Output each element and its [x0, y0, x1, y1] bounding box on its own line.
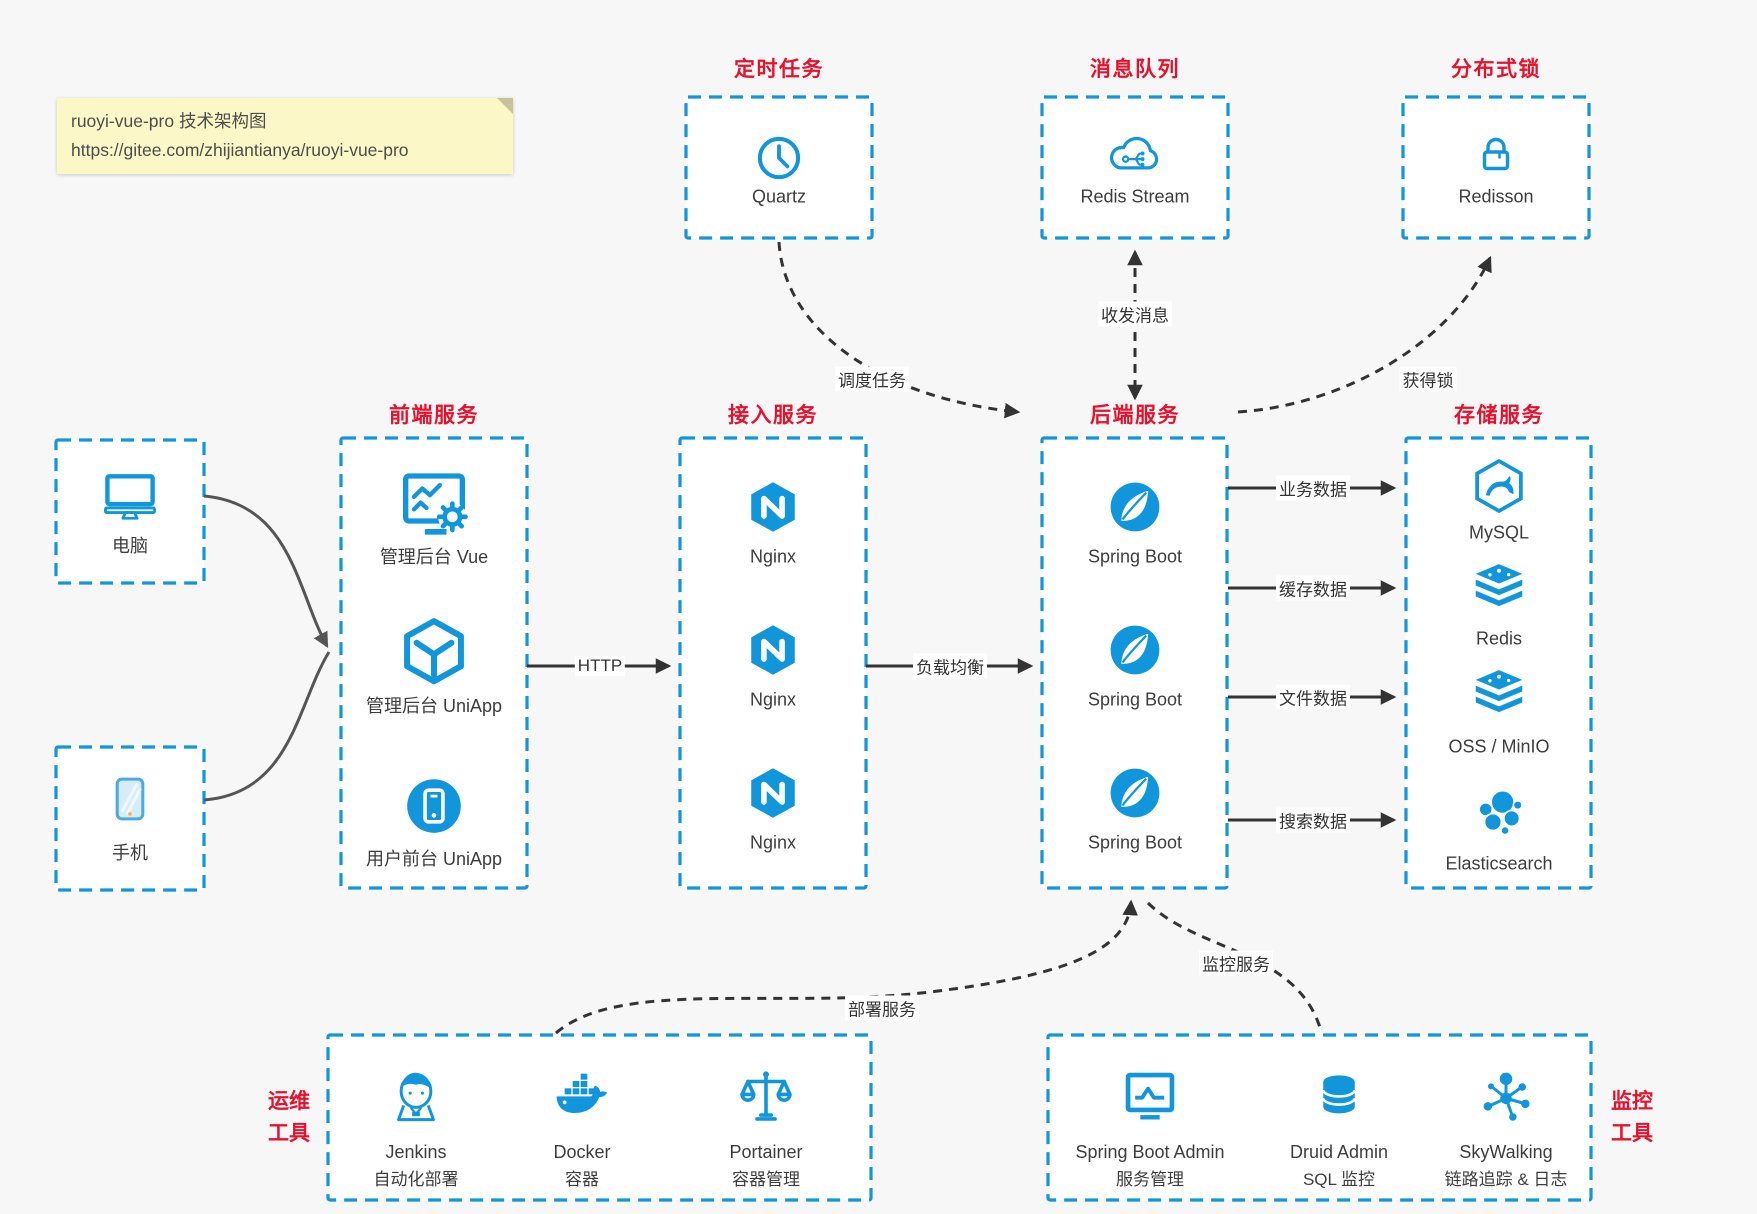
admin-vue-icon: [394, 466, 474, 546]
node-label-redis: Redis: [1475, 628, 1523, 649]
tool-sub: 容器: [564, 1170, 599, 1189]
elasticsearch-icon: [1470, 784, 1528, 842]
node-label-oss-minio: OSS / MinIO: [1448, 736, 1550, 757]
nginx-icon: [744, 478, 802, 536]
side-label-monitor-tools: 监控 工具: [1611, 1090, 1653, 1145]
tool-sub: 容器管理: [731, 1170, 800, 1189]
nginx-icon: [744, 764, 802, 822]
node-label-admin-uniapp: 管理后台 UniApp: [365, 696, 503, 716]
cloud-stream-icon: [1105, 126, 1165, 186]
node-label-user-uniapp: 用户前台 UniApp: [365, 849, 503, 869]
oss-minio-icon: [1468, 665, 1530, 727]
skywalking-icon: [1476, 1067, 1536, 1127]
edge-label-deploy: 部署服务: [845, 995, 919, 1021]
spring-boot-icon: [1105, 477, 1165, 537]
note-url: https://gitee.com/zhijiantianya/ruoyi-vu…: [71, 140, 409, 160]
pc-to-frontend-arrow: [203, 494, 329, 649]
node-label-spring-boot-1: Spring Boot: [1087, 546, 1183, 567]
section-title-backend: 后端服务: [1090, 404, 1180, 427]
section-title-scheduled-tasks: 定时任务: [734, 58, 824, 81]
edge-label-http: HTTP: [574, 656, 626, 676]
ops-tools-box: [326, 1033, 873, 1202]
edge-label-search-data: 搜索数据: [1276, 807, 1350, 833]
section-title-frontend: 前端服务: [389, 404, 479, 427]
sticky-note: ruoyi-vue-pro 技术架构图 https://gitee.com/zh…: [57, 98, 513, 174]
section-title-distributed-lock: 分布式锁: [1451, 58, 1541, 81]
node-label-mysql: MySQL: [1468, 522, 1530, 543]
tool-portainer: Portainer 容器管理: [729, 1139, 802, 1193]
edge-label-schedule: 调度任务: [835, 366, 909, 392]
redis-icon: [1468, 559, 1530, 621]
tool-sub: 服务管理: [1116, 1170, 1184, 1189]
edge-label-cache-data: 缓存数据: [1276, 575, 1350, 601]
side-label-ops-tools: 运维 工具: [268, 1090, 310, 1145]
mobile-icon: [102, 771, 158, 827]
acquire-lock-arrow: [1237, 255, 1492, 414]
edge-label-monitor: 监控服务: [1199, 950, 1273, 976]
node-label-redisson: Redisson: [1458, 186, 1534, 207]
tool-name: SkyWalking: [1459, 1142, 1553, 1162]
node-label-nginx-1: Nginx: [749, 546, 797, 567]
schedule-task-arrow: [777, 241, 1021, 419]
tool-name: Docker: [553, 1142, 611, 1162]
jenkins-icon: [385, 1066, 447, 1128]
monitor-service-arrow: [1146, 901, 1323, 1032]
spring-boot-icon: [1105, 620, 1165, 680]
node-label-nginx-3: Nginx: [749, 832, 797, 853]
tool-skywalking: SkyWalking 链路追踪 & 日志: [1445, 1139, 1568, 1193]
tool-name: Jenkins: [385, 1142, 447, 1162]
portainer-icon: [735, 1066, 797, 1128]
tool-druid-admin: Druid Admin SQL 监控: [1290, 1139, 1388, 1193]
storage-box: [1404, 436, 1593, 890]
deploy-service-arrow: [555, 899, 1138, 1035]
monitor-tools-box: [1046, 1033, 1593, 1202]
node-label-quartz: Quartz: [751, 186, 807, 207]
tool-sub: 自动化部署: [373, 1170, 459, 1189]
mysql-icon: [1469, 456, 1529, 516]
node-label-admin-vue: 管理后台 Vue: [379, 547, 489, 567]
nginx-icon: [744, 621, 802, 679]
section-title-message-queue: 消息队列: [1090, 58, 1180, 81]
edge-label-message: 收发消息: [1098, 301, 1172, 327]
user-app-icon: [401, 773, 467, 839]
node-label-nginx-2: Nginx: [749, 689, 797, 710]
desktop-icon: [99, 464, 161, 526]
node-label-spring-boot-2: Spring Boot: [1087, 689, 1183, 710]
druid-icon: [1311, 1069, 1367, 1125]
tool-sub: 链路追踪 & 日志: [1444, 1170, 1568, 1189]
section-title-access: 接入服务: [728, 404, 818, 427]
edge-label-load-balance: 负载均衡: [913, 653, 987, 679]
node-label-redis-stream: Redis Stream: [1080, 186, 1190, 207]
node-label-elasticsearch: Elasticsearch: [1445, 853, 1553, 874]
tool-docker: Docker 容器: [553, 1139, 610, 1193]
node-label-spring-boot-3: Spring Boot: [1087, 832, 1183, 853]
docker-icon: [550, 1065, 614, 1129]
edge-label-business-data: 业务数据: [1276, 475, 1350, 501]
tool-jenkins: Jenkins 自动化部署: [374, 1139, 459, 1193]
quartz-box: [684, 95, 874, 240]
client-label-pc: 电脑: [112, 536, 148, 556]
tool-name: Druid Admin: [1289, 1142, 1389, 1162]
lock-icon: [1472, 131, 1520, 179]
tool-spring-boot-admin: Spring Boot Admin 服务管理: [1075, 1139, 1224, 1193]
note-title: ruoyi-vue-pro 技术架构图: [71, 111, 267, 131]
edge-label-lock: 获得锁: [1399, 366, 1457, 392]
spring-boot-admin-icon: [1119, 1066, 1181, 1128]
client-label-phone: 手机: [112, 843, 148, 863]
clock-icon: [752, 131, 806, 185]
tool-name: Spring Boot Admin: [1075, 1142, 1225, 1162]
tool-name: Portainer: [729, 1142, 803, 1162]
tool-sub: SQL 监控: [1302, 1170, 1376, 1189]
note-fold-corner: [497, 98, 513, 114]
uniapp-cube-icon: [396, 614, 472, 690]
edge-label-file-data: 文件数据: [1276, 684, 1350, 710]
spring-boot-icon: [1105, 763, 1165, 823]
section-title-storage: 存储服务: [1454, 404, 1544, 427]
phone-to-frontend-arrow: [203, 651, 331, 802]
